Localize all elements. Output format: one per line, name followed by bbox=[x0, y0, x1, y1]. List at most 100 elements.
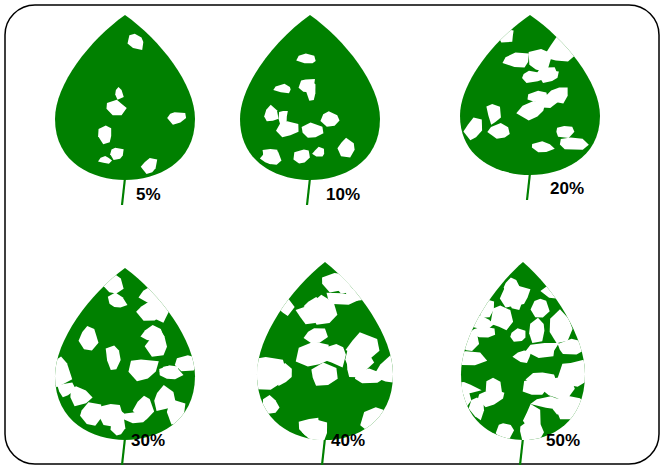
leaf-hole bbox=[479, 299, 494, 318]
leaf-hole bbox=[133, 396, 155, 420]
leaf-hole bbox=[106, 100, 126, 116]
leaf-holes bbox=[443, 277, 590, 441]
damaged-leaf bbox=[443, 262, 590, 465]
leaf-holes bbox=[247, 273, 403, 441]
leaf-hole bbox=[537, 95, 559, 108]
damaged-leaf bbox=[460, 15, 600, 200]
leaf-hole bbox=[560, 138, 589, 150]
leaf-hole bbox=[486, 378, 502, 402]
leaf-blade bbox=[55, 15, 195, 180]
leaf-hole bbox=[556, 126, 574, 138]
leaf-hole bbox=[79, 326, 99, 350]
leaf-hole bbox=[302, 123, 324, 138]
leaf-hole bbox=[487, 123, 509, 139]
leaf-hole bbox=[320, 111, 339, 126]
leaf-hole bbox=[520, 420, 544, 442]
leaf-hole bbox=[293, 149, 310, 163]
leaf-hole bbox=[108, 292, 128, 307]
leaf-hole bbox=[264, 105, 278, 122]
leaf-hole bbox=[47, 357, 72, 388]
leaf-hole bbox=[115, 87, 124, 100]
leaf-hole bbox=[532, 141, 555, 152]
damaged-leaf bbox=[55, 15, 195, 205]
leaf-hole bbox=[326, 293, 358, 305]
damage-percent: 30% bbox=[131, 432, 165, 449]
damaged-leaf bbox=[240, 15, 380, 205]
leaf-hole bbox=[306, 80, 315, 101]
leaf-hole bbox=[469, 398, 484, 421]
damage-percent: 20% bbox=[550, 180, 584, 197]
leaf-hole bbox=[345, 343, 374, 375]
damaged-leaf bbox=[247, 262, 403, 465]
damage-percent: 50% bbox=[546, 432, 580, 449]
leaf-hole bbox=[490, 306, 513, 331]
leaf-hole bbox=[537, 67, 558, 78]
leaf-hole bbox=[273, 84, 290, 93]
leaf-hole bbox=[98, 126, 111, 145]
leaf-hole bbox=[550, 309, 573, 343]
leaf-hole bbox=[128, 359, 158, 381]
damage-percent: 5% bbox=[136, 186, 161, 203]
leaf-hole bbox=[452, 351, 487, 365]
leaf-hole bbox=[360, 407, 389, 434]
leaf-hole bbox=[263, 149, 279, 162]
leaf-hole bbox=[254, 361, 271, 381]
leaf-hole bbox=[277, 293, 294, 316]
leaf-hole bbox=[486, 104, 501, 125]
leaf-hole bbox=[98, 156, 112, 164]
leaf-blade bbox=[460, 15, 600, 175]
leaf-hole bbox=[312, 147, 324, 157]
leaf-blade bbox=[55, 268, 195, 440]
leaf-hole bbox=[526, 343, 559, 358]
leaf-hole bbox=[529, 318, 544, 343]
leaf-hole bbox=[159, 366, 183, 380]
leaf-hole bbox=[446, 385, 471, 411]
leaf-hole bbox=[128, 34, 144, 50]
leaf-hole bbox=[276, 363, 292, 386]
leaf-hole bbox=[98, 406, 127, 424]
leaf-hole bbox=[498, 29, 514, 42]
leaf-holes bbox=[463, 29, 588, 152]
leaf-hole bbox=[110, 148, 123, 160]
leaf-hole bbox=[496, 423, 514, 440]
damage-percent: 40% bbox=[331, 432, 365, 449]
leaf-hole bbox=[104, 274, 124, 293]
leaf-hole bbox=[146, 300, 169, 323]
leaf-hole bbox=[276, 121, 299, 137]
leaf-hole bbox=[106, 346, 121, 370]
leaf-hole bbox=[543, 37, 577, 62]
leaf-hole bbox=[70, 386, 92, 406]
leaf-hole bbox=[141, 158, 157, 174]
leaf-stem bbox=[520, 438, 523, 465]
leaf-holes bbox=[47, 274, 197, 435]
leaf-hole bbox=[334, 274, 365, 294]
damage-percent: 10% bbox=[326, 186, 360, 203]
leaf-hole bbox=[337, 138, 354, 158]
leaf-holes bbox=[98, 34, 186, 174]
leaf-stem bbox=[122, 178, 125, 205]
leaf-hole bbox=[167, 112, 186, 124]
leaf-blade bbox=[257, 262, 393, 440]
leaf-hole bbox=[175, 355, 198, 371]
leaf-stem bbox=[527, 173, 530, 200]
leaf-hole bbox=[302, 420, 326, 440]
leaf-stem bbox=[322, 438, 325, 465]
leaf-hole bbox=[510, 328, 525, 342]
leaf-hole bbox=[167, 400, 186, 424]
leaf-hole bbox=[504, 277, 521, 293]
leaf-hole bbox=[540, 280, 569, 299]
leaf-hole bbox=[311, 363, 337, 386]
frame-border bbox=[5, 5, 659, 464]
leaf-hole bbox=[463, 118, 482, 141]
leaf-holes bbox=[260, 54, 355, 165]
leaf-blade bbox=[240, 15, 380, 180]
leaf-hole bbox=[304, 328, 328, 343]
leaf-hole bbox=[503, 53, 529, 68]
leaf-stem bbox=[307, 178, 310, 205]
leaf-hole bbox=[530, 396, 567, 409]
leaf-hole bbox=[304, 297, 322, 311]
leaf-hole bbox=[145, 329, 167, 357]
leaf-stem bbox=[122, 438, 125, 465]
